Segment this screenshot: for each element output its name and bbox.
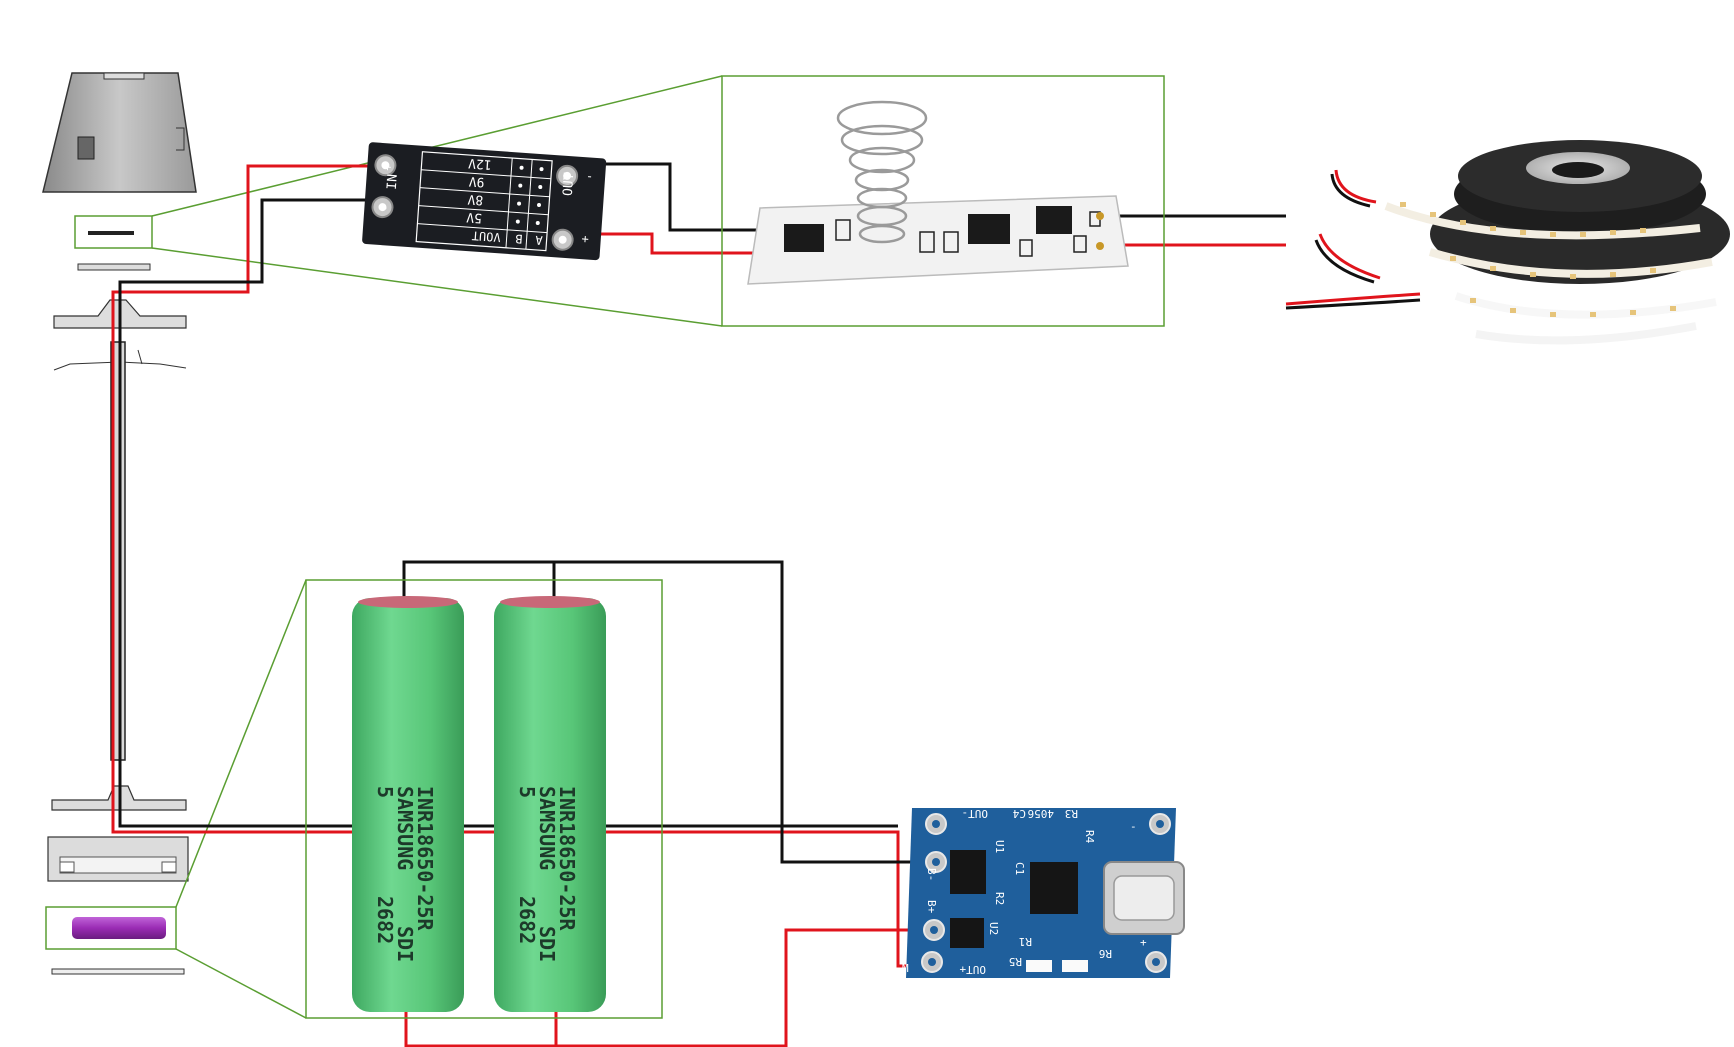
usb-c-port [1103,861,1185,935]
charger-led-2 [1062,960,1088,972]
touch-switch-callout-box [721,75,1165,327]
charger-label-r5: R5 [1009,955,1022,968]
boost-header-b: B [515,231,523,245]
battery-1-number: 5 [373,786,397,798]
charger-ic-protection [950,850,986,894]
led-strip-reel [1285,140,1730,345]
charger-ic-tp4056 [1030,862,1078,914]
boost-row-9v: 9V [468,173,485,189]
boost-in-plus: + [384,160,392,174]
battery-pack-callout-box [305,579,663,1019]
charger-label-r3: R3 [1065,807,1078,820]
battery-2-date: 2682 [515,896,539,944]
charger-label-r2: R2 [993,892,1006,905]
battery-2-code: SDI [535,926,559,962]
charger-led-1 [1026,960,1052,972]
lamp-shade [42,72,197,193]
boost-converter-module: IN OUT + - - + A B VOUT 5V 8V 9V 12V [362,142,607,261]
charger-label-out-plus: OUT+ [959,963,986,976]
battery-cell-2: INR18650-25R SAMSUNG 5 SDI 2682 [494,596,606,1012]
wire-negative-main [118,198,898,828]
charger-label-u1: U1 [993,840,1006,853]
charger-label-c4: C4 [1012,807,1026,820]
charger-label-out-minus: OUT- [962,807,989,820]
battery-2-number: 5 [515,786,539,798]
charger-label-r6: R6 [1099,947,1112,960]
switch-callout-box [74,215,153,249]
wire-boost-out-neg [576,162,778,232]
charger-label-chip: 4056 [1028,807,1055,820]
boost-header-vout: VOUT [471,228,501,244]
battery-callout-box [45,906,177,950]
wire-positive-main [111,164,920,968]
boost-out-plus: + [581,232,589,246]
charger-label-b-minus: B- [925,868,938,881]
charger-label-r1: R1 [1019,935,1032,948]
charger-label-r4: R4 [1083,830,1096,844]
boost-header-a: A [534,233,543,248]
base-plate [51,968,185,975]
touch-switch-module [747,100,1129,285]
charger-label-b-plus: B+ [925,900,938,914]
wire-battery-bottoms [404,1010,558,1047]
boost-row-12v: 12V [468,155,493,172]
boost-out-minus: - [585,170,593,184]
battery-2-brand: SAMSUNG [535,786,559,870]
battery-miniature [72,917,166,939]
battery-2-model: INR18650-25R [555,786,579,931]
charger-label-m: M [902,962,909,975]
boost-row-8v: 8V [467,191,484,207]
battery-1-code: SDI [393,926,417,962]
led-strip-leads [1285,169,1421,310]
boost-in-label: IN [385,174,401,191]
battery-cell-1: INR18650-25R SAMSUNG 5 SDI 2682 [352,596,464,1012]
charger-label-minus: - [1130,820,1137,833]
touch-spring [836,100,928,244]
tp4056-charger-module: OUT- 4056 R3 C4 R4 - + B- B+ OUT+ M C1 R… [902,807,1185,978]
battery-1-brand: SAMSUNG [393,786,417,870]
charger-label-u2: U2 [987,922,1000,935]
wire-battery-to-bplus [556,928,936,1047]
touch-ic-middle [968,214,1010,244]
touch-ic-left [784,224,824,252]
boost-out-label: OUT [561,172,578,197]
wire-boost-out-pos [576,232,764,255]
led-strip-leds [1400,202,1676,317]
boost-row-5v: 5V [466,209,483,225]
lamp-base [47,785,189,882]
boost-in-minus: - [381,202,389,216]
touch-ic-right [1036,206,1072,234]
battery-1-date: 2682 [373,896,397,944]
charger-label-c1: C1 [1013,862,1026,875]
charger-label-plus: + [1140,936,1147,949]
switch-miniature [88,231,134,235]
battery-1-model: INR18650-25R [413,786,437,931]
charger-ic-mosfet [950,918,984,948]
wire-battery-to-bminus [554,560,936,864]
